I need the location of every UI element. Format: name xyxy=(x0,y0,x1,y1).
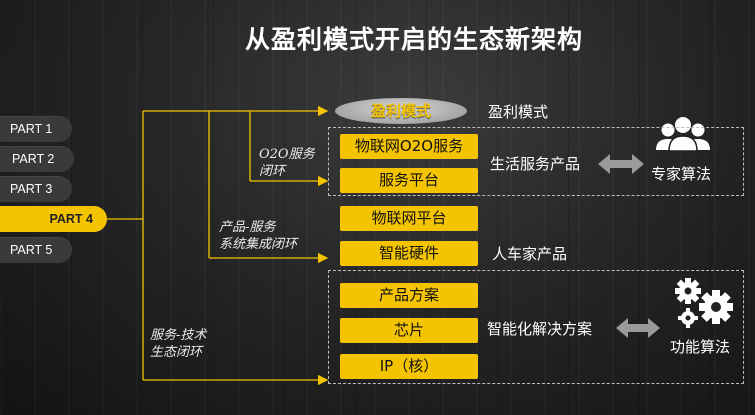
sidebar-item-part-5[interactable]: PART 5 xyxy=(0,237,72,263)
expert-algo-label: 专家算法 xyxy=(651,165,712,183)
life-service-label: 生活服务产品 xyxy=(490,155,581,173)
ip-core-box: IP（核） xyxy=(340,354,478,379)
profit-model-oval: 盈利模式 xyxy=(335,98,467,124)
product-loop-line-1: 产品-服务 xyxy=(219,220,276,235)
smart-hardware-box: 智能硬件 xyxy=(340,241,478,266)
tech-loop-label: 服务-技术 生态闭环 xyxy=(150,327,206,361)
product-loop-label: 产品-服务 系统集成闭环 xyxy=(219,219,297,253)
iot-platform-box: 物联网平台 xyxy=(340,206,478,231)
tech-loop-frame xyxy=(328,270,744,384)
double-arrow-icon xyxy=(598,154,644,174)
tech-loop-line-2: 生态闭环 xyxy=(150,345,203,360)
o2o-loop-line-1: O2O服务 xyxy=(259,147,315,162)
chip-box: 芯片 xyxy=(340,318,478,343)
sidebar-item-part-3[interactable]: PART 3 xyxy=(0,176,72,202)
tech-loop-line-1: 服务-技术 xyxy=(150,328,207,343)
iot-o2o-service-box: 物联网O2O服务 xyxy=(340,134,478,159)
profit-model-label: 盈利模式 xyxy=(488,103,549,121)
gears-icon xyxy=(675,278,733,328)
people-group-icon xyxy=(656,117,710,152)
sidebar-item-part-2[interactable]: PART 2 xyxy=(0,146,74,172)
function-algo-label: 功能算法 xyxy=(670,338,731,356)
person-car-home-label: 人车家产品 xyxy=(492,245,568,263)
smart-solution-label: 智能化解决方案 xyxy=(487,320,593,338)
page-title: 从盈利模式开启的生态新架构 xyxy=(245,25,584,54)
product-loop-line-2: 系统集成闭环 xyxy=(219,237,298,252)
o2o-loop-label: O2O服务 闭环 xyxy=(259,146,315,180)
o2o-loop-frame xyxy=(328,127,744,196)
service-platform-box: 服务平台 xyxy=(340,168,478,193)
o2o-loop-line-2: 闭环 xyxy=(259,164,286,179)
double-arrow-icon xyxy=(616,318,660,338)
sidebar-item-part-1[interactable]: PART 1 xyxy=(0,116,72,142)
sidebar-item-part-4[interactable]: PART 4 xyxy=(0,206,107,232)
product-solution-box: 产品方案 xyxy=(340,283,478,308)
